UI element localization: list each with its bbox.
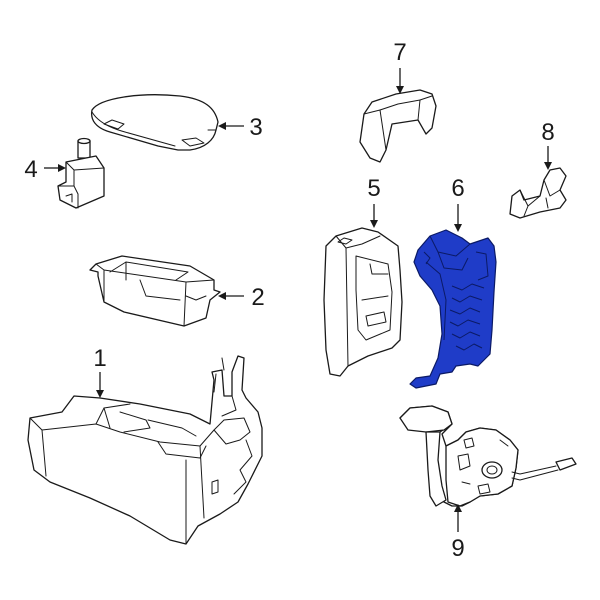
callout-6: 6 — [451, 175, 464, 202]
part-9-shifter-assembly[interactable] — [399, 405, 577, 507]
arrow-9 — [454, 504, 462, 512]
callout-3: 3 — [249, 114, 262, 141]
part-2-storage-tray[interactable] — [89, 255, 221, 327]
arrow-1 — [96, 390, 104, 398]
callout-9: 9 — [451, 535, 464, 562]
part-7-cover[interactable] — [359, 89, 437, 163]
arrow-8 — [544, 162, 552, 170]
arrow-7 — [396, 86, 404, 94]
part-1-console-body[interactable] — [27, 355, 263, 545]
arrow-2 — [218, 292, 226, 300]
part-8-bracket[interactable] — [509, 167, 567, 219]
arrow-3 — [218, 122, 226, 130]
part-6-highlighted-panel[interactable] — [409, 229, 497, 389]
part-5-trim-panel[interactable] — [323, 227, 403, 377]
callout-5: 5 — [367, 175, 380, 202]
part-3-armrest-lid[interactable] — [90, 94, 219, 151]
leader-lines — [44, 68, 552, 532]
callout-2: 2 — [251, 284, 264, 311]
arrow-5 — [370, 220, 378, 228]
arrow-4 — [58, 164, 66, 172]
part-4-latch[interactable] — [57, 137, 105, 209]
callout-labels: 1 2 3 4 5 6 7 8 9 — [24, 39, 554, 562]
callout-7: 7 — [393, 39, 406, 66]
arrow-6 — [454, 224, 462, 232]
callout-1: 1 — [93, 345, 106, 372]
callout-4: 4 — [24, 156, 37, 183]
callout-8: 8 — [541, 119, 554, 146]
